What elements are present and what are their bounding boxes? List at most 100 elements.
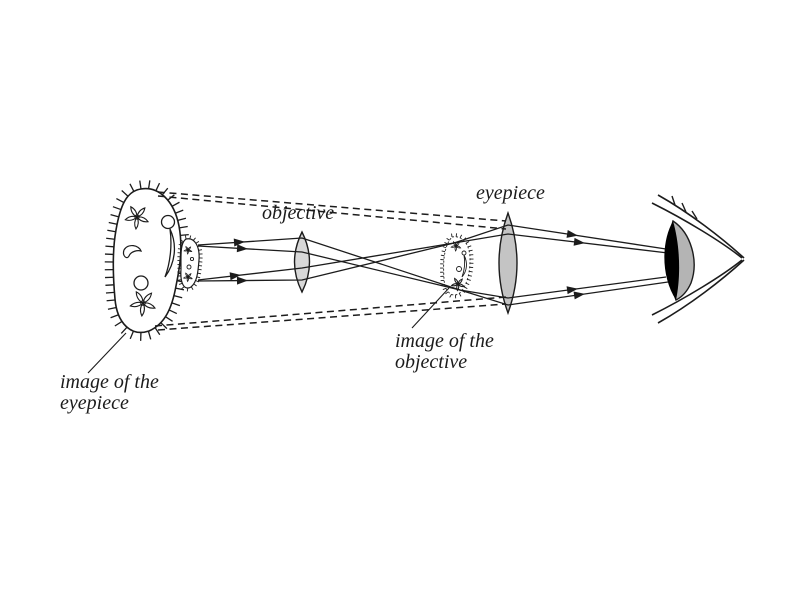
cilium [178,243,183,246]
cilium [116,197,125,204]
cilium [442,287,447,291]
cilium [106,299,116,302]
flower-petal [124,215,139,221]
cilium [106,237,115,240]
cilium [464,286,468,290]
dashed-ray [157,195,507,230]
cilium [195,280,199,283]
cilium [147,331,152,340]
organelle-crescent [461,254,467,278]
dashed-ray [157,303,507,331]
arrowhead [233,238,245,247]
cilium [468,274,472,277]
cilium [165,316,173,322]
label-line: image of the [60,371,159,393]
flower-center [186,275,190,279]
cilium [108,221,118,225]
arrowhead [236,244,248,253]
cilium [465,282,470,286]
cilium [173,294,183,299]
flower-petal [139,301,145,318]
cilium [467,278,471,281]
cilium [441,250,446,253]
arrowhead [229,272,241,281]
organelle-circle [456,266,462,272]
eye-pupil [664,221,680,300]
paramecium-body-outline [112,187,182,334]
cilium [161,187,169,196]
cilium [105,245,114,248]
flower-center [186,248,190,252]
organelle-circle [186,264,192,270]
cilium [469,249,473,252]
cilium [442,246,447,249]
flower-petal [136,207,146,218]
arrowhead [573,237,585,246]
arrowhead [236,276,248,285]
cilium [455,233,458,237]
cilium [197,272,202,275]
cilium [467,245,472,248]
cilium [112,206,122,211]
arrowhead [573,291,585,300]
cilium [120,326,128,334]
organelle-circle [133,275,149,291]
cilium [195,241,200,244]
cilium [190,286,194,290]
cilium [121,190,129,197]
cilium [180,239,184,243]
flower-center [456,282,460,286]
objective-label: objective [262,202,335,224]
cilium [171,302,181,307]
cilium [185,235,187,240]
eyelash [681,202,687,213]
cilium [198,249,203,251]
cilium [139,180,142,190]
cilium [459,234,463,239]
cilium [129,330,135,340]
ray [197,224,667,281]
cilium [105,284,114,286]
virtual-image-paramecium [104,180,190,341]
cilium [154,327,161,336]
cilium [469,270,473,273]
image-of-eyepiece-label: image of the eyepiece [60,372,159,414]
cilium [107,229,116,233]
flower-center [134,214,140,220]
cilium [168,309,178,315]
intermediate-image-paramecium [440,233,474,299]
cilium [171,201,180,207]
label-line: image of the [395,330,494,352]
specimen-object [177,235,203,292]
lower-eyelid-line [657,259,745,324]
organelle-circle [189,256,195,262]
eyepiece-label: eyepiece [476,182,545,204]
dashed-ray [154,296,507,327]
cilium [179,225,188,229]
eye [651,194,745,324]
flower-petal [142,302,156,309]
cilium [175,287,185,291]
label-line: eyepiece [60,392,129,414]
cilium [114,320,123,327]
organelles [122,205,176,318]
cilium [177,248,182,250]
flower-petal [130,205,138,218]
cilium [193,283,197,287]
cilium [449,294,452,298]
cilium [177,279,182,281]
image-of-objective-label: image of the objective [395,331,494,373]
cilium [196,276,201,279]
flower-petal [142,292,153,304]
objective-lens [293,230,311,294]
light-rays [197,224,669,306]
upper-eyelid-line [651,202,743,259]
flower-petal [135,290,144,304]
label-pointer-lines [87,287,450,374]
flower-petal [134,215,139,231]
upper-eyelid-line [657,194,745,259]
organelle-crescent [164,228,176,278]
flower-petal [129,301,145,308]
